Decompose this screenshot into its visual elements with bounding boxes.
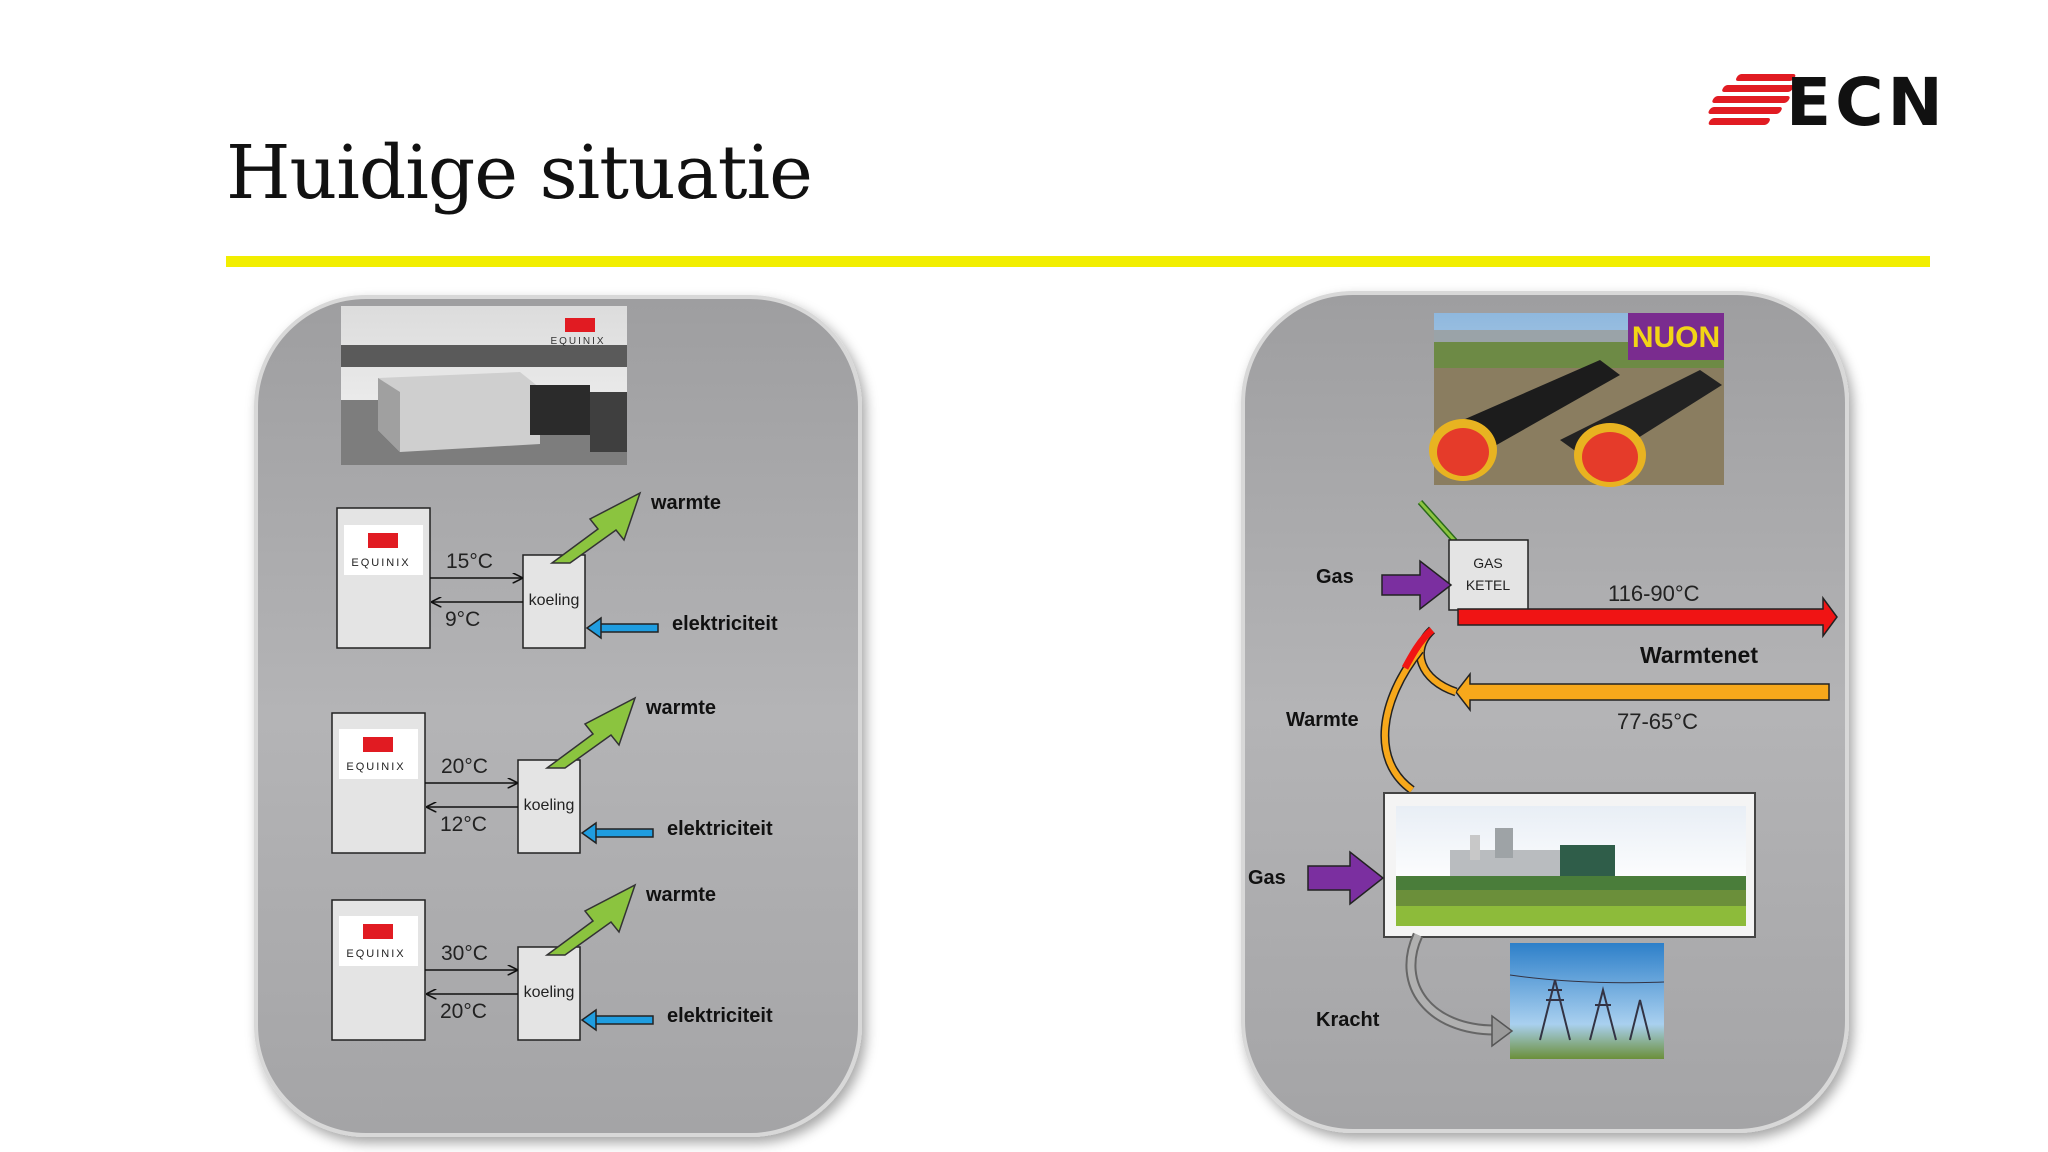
- cooler-label: koeling: [524, 984, 575, 1001]
- heat-label: warmte: [645, 697, 716, 719]
- power-label: Kracht: [1316, 1009, 1380, 1031]
- power-arrow-head: [585, 616, 602, 640]
- title-underline: [226, 256, 1930, 267]
- ecn-logo-text: ECN: [1786, 64, 1947, 141]
- power-arrow-shaft: [590, 828, 654, 838]
- return-pipe-arrow: [1455, 671, 1830, 713]
- supply-pipe-arrow: [1457, 595, 1838, 639]
- equinix-logo-icon: [565, 318, 595, 332]
- gas-boiler-box: [1448, 539, 1529, 611]
- nuon-brand-text: NUON: [1632, 321, 1720, 354]
- cooling-row-3: EQUINIX koeling 30°C 20°C warmte elektri…: [331, 883, 773, 1041]
- power-label: elektriciteit: [672, 613, 778, 635]
- power-arrow-shaft: [590, 1015, 654, 1025]
- return-temp: 20°C: [440, 1000, 487, 1023]
- power-arrow-head: [580, 1008, 597, 1032]
- boiler-exhaust-arrow-fill: [1418, 500, 1457, 543]
- heat-label: Warmte: [1286, 709, 1359, 731]
- power-arrow-head: [580, 821, 597, 845]
- return-temp: 12°C: [440, 813, 487, 836]
- equinix-logo-icon: [368, 533, 398, 548]
- boiler-label-2: KETEL: [1466, 577, 1511, 593]
- network-label: Warmtenet: [1640, 642, 1758, 668]
- equinix-brand-text: EQUINIX: [550, 336, 605, 347]
- supply-temp: 20°C: [441, 755, 488, 778]
- power-label: elektriciteit: [667, 818, 773, 840]
- cooler-box: [517, 946, 581, 1041]
- equinix-label: EQUINIX: [351, 557, 410, 569]
- heat-label: warmte: [650, 492, 721, 514]
- gas-label-bottom: Gas: [1248, 867, 1286, 889]
- power-lines-photo: [1509, 943, 1665, 1059]
- power-flow-arrowhead: [1491, 1014, 1514, 1048]
- cooler-box: [522, 554, 586, 649]
- equinix-logo-icon: [363, 924, 393, 939]
- supply-temp: 15°C: [446, 550, 493, 573]
- nuon-pipes-photo: NUON: [1429, 313, 1724, 487]
- cooler-label: koeling: [529, 592, 580, 609]
- equinix-label: EQUINIX: [346, 948, 405, 960]
- return-temp-label: 77-65°C: [1617, 709, 1698, 734]
- cooler-box: [517, 759, 581, 854]
- gas-arrow-bottom: [1307, 850, 1385, 906]
- supply-temp: 30°C: [441, 942, 488, 965]
- cooling-row-2: EQUINIX koeling 20°C 12°C warmte elektri…: [331, 696, 773, 854]
- cooling-row-1: EQUINIX koeling 15°C 9°C warmte elektric…: [336, 491, 778, 649]
- cooler-label: koeling: [524, 797, 575, 814]
- ecn-logo-icon: [1708, 74, 1796, 125]
- heat-arrow: [544, 883, 637, 956]
- heat-arrow: [549, 491, 642, 564]
- heat-label: warmte: [645, 884, 716, 906]
- power-plant-photo: [1383, 792, 1756, 938]
- boiler-label-1: GAS: [1473, 555, 1503, 571]
- return-temp: 9°C: [445, 608, 480, 631]
- supply-temp-label: 116-90°C: [1608, 581, 1700, 606]
- power-arrow-shaft: [595, 623, 659, 633]
- equinix-label: EQUINIX: [346, 761, 405, 773]
- equinix-photo: EQUINIX: [341, 306, 627, 465]
- slide-title: Huidige situatie: [226, 130, 813, 216]
- equinix-logo-icon: [363, 737, 393, 752]
- nuon-logo-icon: [1628, 313, 1724, 360]
- power-label: elektriciteit: [667, 1005, 773, 1027]
- gas-label-top: Gas: [1316, 566, 1354, 588]
- heat-arrow: [544, 696, 637, 769]
- heat-loop-hot: [1401, 627, 1435, 670]
- gas-arrow-top: [1381, 559, 1453, 611]
- power-flow-arrow-fill: [1407, 933, 1496, 1034]
